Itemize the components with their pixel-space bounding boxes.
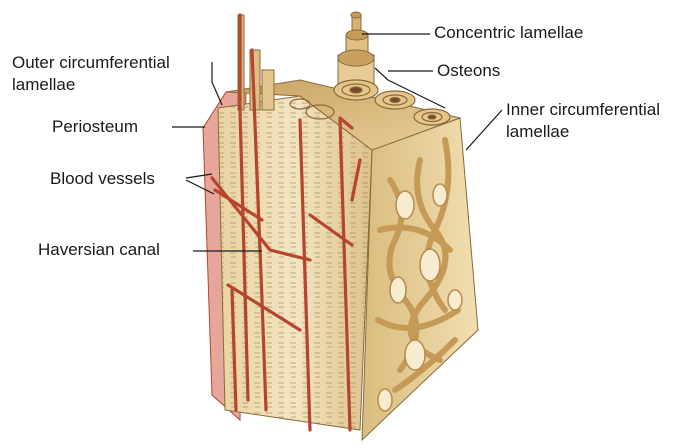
label-inner-circumferential-lamellae-line2: lamellae: [506, 121, 569, 142]
label-outer-circumferential-lamellae-line2: lamellae: [12, 74, 75, 95]
label-osteons: Osteons: [437, 60, 500, 81]
label-outer-circumferential-lamellae: Outer circumferential: [12, 52, 170, 73]
label-periosteum: Periosteum: [52, 116, 138, 137]
label-inner-circumferential-lamellae: Inner circumferential: [506, 99, 660, 120]
label-concentric-lamellae: Concentric lamellae: [434, 22, 583, 43]
label-haversian-canal: Haversian canal: [38, 239, 160, 260]
label-blood-vessels: Blood vessels: [50, 168, 155, 189]
